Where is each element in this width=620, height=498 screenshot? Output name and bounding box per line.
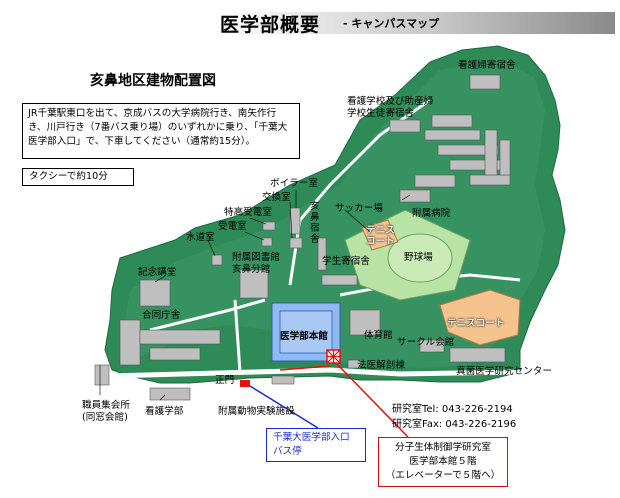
bus-pointer-line xyxy=(249,385,319,429)
label-joint-building: 合同庁舎 xyxy=(142,310,181,321)
lab-pointer-line xyxy=(335,362,409,438)
label-boiler: ボイラー室 xyxy=(270,178,318,189)
label-baseball: 野球場 xyxy=(404,252,433,263)
main-road xyxy=(109,367,521,379)
label-library: 附属図書館 亥鼻分館 xyxy=(232,252,280,275)
forensic-building xyxy=(347,359,361,369)
label-inohana-dorm: 亥 鼻 宿 舎 xyxy=(310,201,320,245)
label-tennis-1: テニス コート xyxy=(366,225,395,247)
label-hospital: 附属病院 xyxy=(412,208,451,219)
nursing-faculty-building xyxy=(149,387,191,401)
lab-tel: 研究室Tel: 043-226-2194 xyxy=(392,404,513,415)
label-substation-special: 特高受電室 xyxy=(224,207,272,218)
label-circle-hall: サークル会館 xyxy=(397,337,455,348)
substation-special-building xyxy=(262,221,276,231)
taxi-text: タクシーで約10分 xyxy=(29,171,108,182)
road-west xyxy=(149,298,266,332)
road-south xyxy=(233,299,242,373)
nursing-school-dorm-building xyxy=(389,119,421,133)
label-tennis-2: テニスコート xyxy=(447,318,505,329)
map-title: 亥鼻地区建物配置図 xyxy=(90,73,216,89)
fungal-center-building xyxy=(449,347,506,363)
taxi-info-box: タクシーで約10分 xyxy=(22,168,134,186)
label-gym: 体育館 xyxy=(364,330,393,341)
hospital-complex xyxy=(399,114,511,203)
library-building xyxy=(239,269,269,299)
staff-hall-building xyxy=(94,364,110,386)
circle-hall-building xyxy=(419,339,445,353)
label-waterworks: 水道室 xyxy=(186,232,215,243)
animal-facility-building xyxy=(271,375,295,385)
label-staff-hall: 職員集会所 (同窓会館) xyxy=(82,400,130,423)
bus-stop-callout: 千葉大医学部入口 バス停 xyxy=(266,428,366,462)
label-animal-facility: 附属動物実験施設 xyxy=(218,406,295,417)
gym-building xyxy=(349,309,381,336)
label-nursing-school: 看護学校及び助産婦 学校生徒寄宿舎 xyxy=(347,96,434,119)
access-info-box: JR千葉駅東口を出て、京成バスの大学病院行き、南矢作行き、川戸行き（7番バス乗り… xyxy=(22,103,300,159)
label-forensic: 法医解剖棟 xyxy=(357,360,405,371)
lab-fax: 研究室Fax: 043-226-2196 xyxy=(392,419,517,430)
page-subtitle: - キャンパスマップ xyxy=(343,17,440,30)
waterworks-building xyxy=(211,254,223,266)
student-dorm-building xyxy=(321,274,358,286)
label-substation: 受電室 xyxy=(218,221,247,232)
label-nursing-dorm: 看護婦寄宿舎 xyxy=(458,60,516,71)
lab-label: 分子生体制御学研究室 医学部本館５階 （エレベーターで５階へ） xyxy=(385,442,501,481)
label-exchange: 交換室 xyxy=(262,192,291,203)
inohana-dorm-building xyxy=(317,237,327,271)
baseball-field xyxy=(387,233,453,283)
memorial-hall-building xyxy=(139,279,171,307)
boiler-building xyxy=(289,207,301,235)
label-student-dorm: 学生寄宿舎 xyxy=(322,256,370,267)
lab-callout: 分子生体制御学研究室 医学部本館５階 （エレベーターで５階へ） xyxy=(378,437,508,487)
substation-building xyxy=(261,237,273,247)
label-main-gate: 正門 xyxy=(215,375,235,386)
nursing-dorm-building xyxy=(469,74,501,90)
joint-building xyxy=(119,319,141,366)
label-med-main: 医学部本館 xyxy=(280,331,328,342)
label-fungal-center: 真菌医学研究センター xyxy=(456,366,552,377)
bus-stop-marker xyxy=(240,380,250,387)
label-memorial: 記念講堂 xyxy=(138,267,177,278)
exchange-building xyxy=(289,237,303,249)
title-bar xyxy=(215,12,615,34)
tennis-court-2 xyxy=(439,289,521,346)
label-soccer: サッカー場 xyxy=(335,203,383,214)
page-title: 医学部概要 xyxy=(220,14,321,36)
bus-stop-label: 千葉大医学部入口 バス停 xyxy=(273,432,350,457)
label-nursing-faculty: 看護学部 xyxy=(145,406,184,417)
tennis-court-1 xyxy=(361,219,399,251)
access-text: JR千葉駅東口を出て、京成バスの大学病院行き、南矢作行き、川戸行き（7番バス乗り… xyxy=(28,108,288,147)
